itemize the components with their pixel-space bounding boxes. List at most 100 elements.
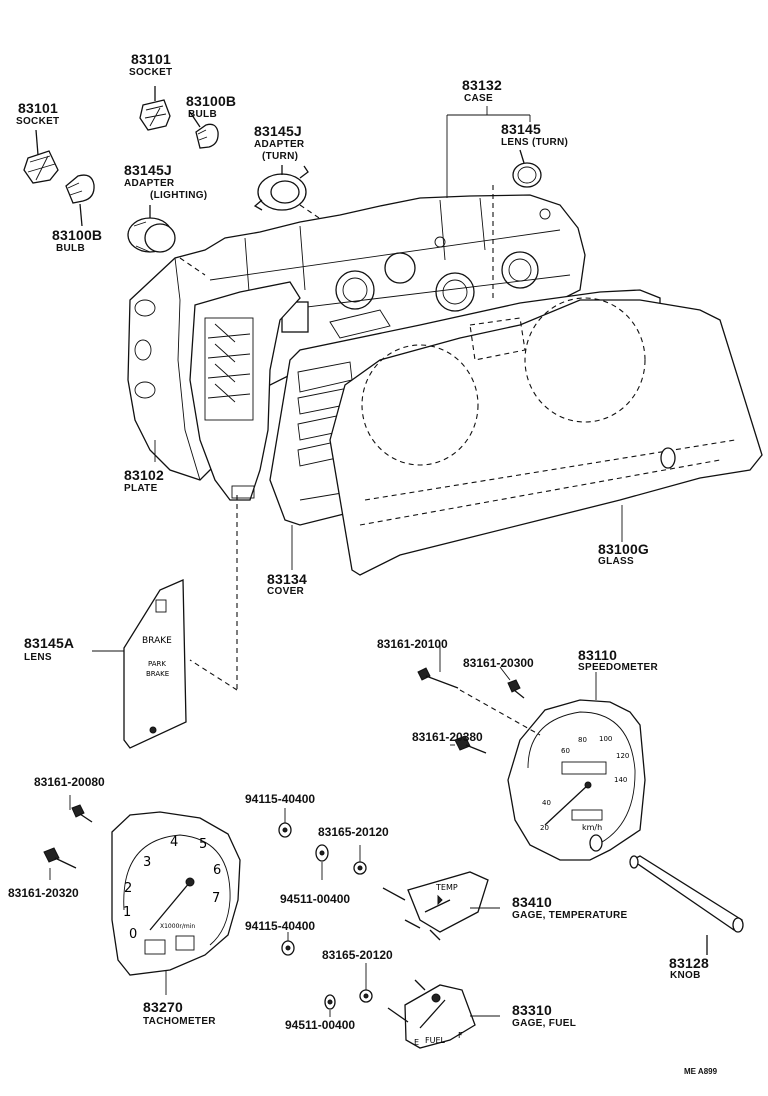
- fuel-gage-drawing: [387, 979, 476, 1049]
- nut-00400-b-label: 94511-00400: [285, 1018, 356, 1032]
- socket-top-number: 83101: [131, 51, 171, 67]
- washer-40400-a-drawing: [278, 822, 292, 838]
- adapter-lighting-drawing: [127, 205, 176, 253]
- nut-00400-b-drawing: [324, 994, 336, 1010]
- screw-20300-label: 83161-20300: [463, 656, 534, 670]
- adapter-turn-name: ADAPTER: [254, 139, 305, 150]
- nut-00400-a-label: 94511-00400: [280, 892, 351, 906]
- lens-park-text: PARK: [148, 660, 166, 668]
- cover-name: COVER: [267, 586, 305, 597]
- speedo-dial-40: 40: [542, 799, 551, 807]
- knob-name: KNOB: [670, 970, 701, 981]
- screw-20320-label: 83161-20320: [8, 886, 79, 900]
- plate-number: 83102: [124, 467, 164, 483]
- speedometer-name: SPEEDOMETER: [578, 662, 658, 673]
- speedo-unit-text: km/h: [582, 823, 602, 832]
- tach-dial-5: 5: [199, 837, 207, 852]
- nut-00400-a-drawing: [315, 844, 329, 862]
- gage-fuel-number: 83310: [512, 1002, 552, 1018]
- screw-20380-label: 83161-20380: [412, 730, 483, 744]
- fuel-e-text: E: [414, 1038, 419, 1047]
- adapter-lighting-name: ADAPTER: [124, 178, 175, 189]
- speedometer-drawing: [507, 699, 646, 861]
- lens-brake2-text: BRAKE: [146, 670, 169, 678]
- gage-temp-number: 83410: [512, 894, 552, 910]
- dashed-assembly-lines: [179, 185, 494, 691]
- tachometer-number: 83270: [143, 999, 183, 1015]
- glass-drawing: [329, 297, 763, 576]
- footer-code: ME A899: [684, 1067, 718, 1076]
- speedo-dial-80: 80: [578, 736, 587, 744]
- screw-20100-label: 83161-20100: [377, 637, 448, 651]
- tachometer-drawing: [111, 811, 241, 976]
- gage-temp-name: GAGE, TEMPERATURE: [512, 910, 628, 921]
- tach-dial-4: 4: [170, 835, 178, 850]
- bulb-top-drawing: [189, 111, 219, 149]
- tach-dial-3: 3: [143, 855, 151, 870]
- bulb-left-number: 83100B: [52, 227, 103, 243]
- nut-20120-b-drawing: [359, 989, 373, 1003]
- plate-name: PLATE: [124, 483, 158, 494]
- washer-40400-b-label: 94115-40400: [245, 919, 316, 933]
- knob-drawing: [629, 855, 744, 955]
- adapter-lighting-name2: (LIGHTING): [150, 190, 208, 201]
- adapter-turn-name2: (TURN): [262, 151, 299, 162]
- screw-20320-drawing: [43, 847, 77, 869]
- knob-number: 83128: [669, 955, 709, 971]
- nut-20120-b-label: 83165-20120: [322, 948, 393, 962]
- socket-top-drawing: [139, 86, 171, 131]
- screw-20080-label: 83161-20080: [34, 775, 105, 789]
- bulb-top-number: 83100B: [186, 93, 237, 109]
- cover-number: 83134: [267, 571, 307, 587]
- glass-name: GLASS: [598, 556, 634, 567]
- temperature-gage-drawing: [382, 871, 489, 941]
- fuel-gage-text: FUEL: [425, 1036, 446, 1045]
- lens-turn-number: 83145: [501, 121, 541, 137]
- adapter-turn-drawing: [253, 165, 326, 223]
- speedo-dial-140: 140: [614, 776, 627, 784]
- bulb-top-name: BULB: [188, 109, 217, 120]
- plate-drawing: [189, 281, 301, 501]
- socket-left-name: SOCKET: [16, 116, 60, 127]
- nut-20120-a-label: 83165-20120: [318, 825, 389, 839]
- case-name: CASE: [464, 93, 493, 104]
- speedo-dial-100: 100: [599, 735, 612, 743]
- washer-40400-b-drawing: [281, 940, 295, 956]
- temp-gage-text: TEMP: [435, 883, 458, 892]
- case-number: 83132: [462, 77, 502, 93]
- adapter-lighting-number: 83145J: [124, 162, 172, 178]
- socket-left-number: 83101: [18, 100, 58, 116]
- socket-left-drawing: [23, 129, 59, 184]
- socket-top-name: SOCKET: [129, 67, 173, 78]
- screw-20100-drawing: [417, 667, 541, 736]
- glass-number: 83100G: [598, 541, 650, 557]
- washer-40400-a-label: 94115-40400: [245, 792, 316, 806]
- lens-brake-text: BRAKE: [142, 636, 172, 646]
- bulb-left-drawing: [65, 174, 95, 227]
- screw-20080-drawing: [71, 804, 93, 823]
- tach-dial-7: 7: [212, 891, 220, 906]
- tach-unit-text: X1000r/min: [160, 923, 195, 930]
- tachometer-name: TACHOMETER: [143, 1016, 216, 1027]
- lens-number: 83145A: [24, 635, 75, 651]
- tach-dial-6: 6: [213, 863, 221, 878]
- speedometer-number: 83110: [578, 647, 618, 663]
- tach-dial-0: 0: [129, 927, 137, 942]
- fuel-f-text: F: [458, 1031, 463, 1040]
- screw-20380-drawing: [454, 735, 487, 754]
- lens-drawing: [123, 579, 187, 749]
- speedo-dial-20: 20: [540, 824, 549, 832]
- screw-20300-drawing: [507, 679, 525, 699]
- lens-name: LENS: [24, 652, 52, 663]
- tach-dial-1: 1: [123, 905, 131, 920]
- gage-fuel-name: GAGE, FUEL: [512, 1018, 577, 1029]
- speedo-dial-120: 120: [616, 752, 629, 760]
- tach-dial-2: 2: [124, 881, 132, 896]
- lens-turn-name: LENS (TURN): [501, 137, 569, 148]
- lens-turn-drawing: [512, 149, 542, 188]
- bulb-left-name: BULB: [56, 243, 85, 254]
- adapter-turn-number: 83145J: [254, 123, 302, 139]
- speedo-dial-60: 60: [561, 747, 570, 755]
- leader-lines: [49, 106, 623, 1017]
